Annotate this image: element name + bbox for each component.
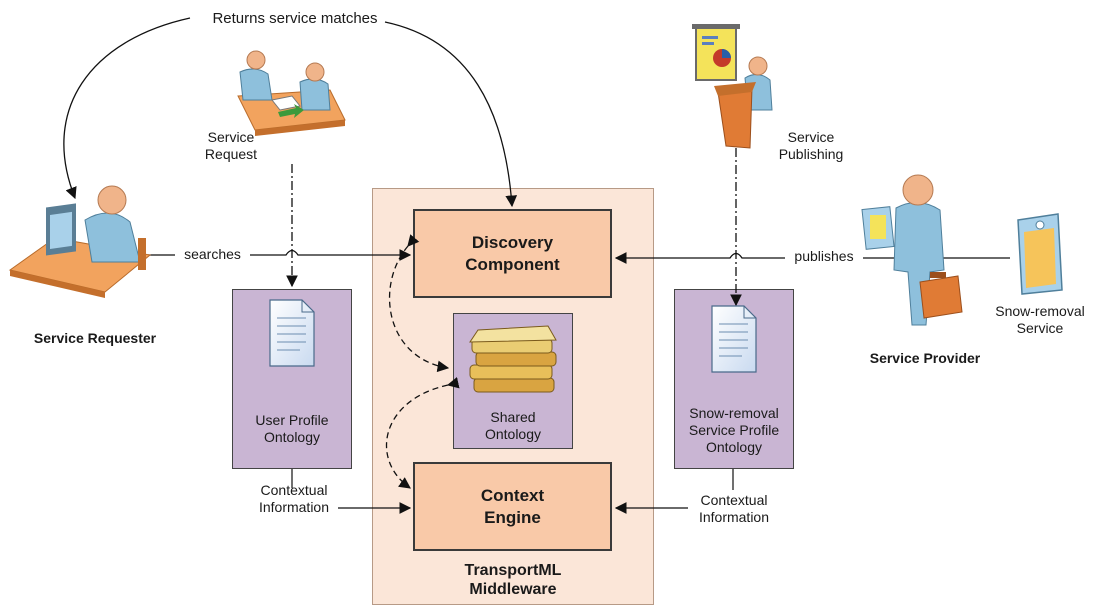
snow-profile-line-1: Snow-removal: [689, 405, 779, 421]
shared-line-2: Ontology: [484, 426, 542, 442]
discovery-shared-dashed-link: [388, 234, 450, 373]
snow-profile-ontology-label: Snow-removal Service Profile Ontology: [674, 405, 794, 456]
presenter-podium-icon: [692, 24, 773, 149]
middleware-line-1: TransportML: [464, 562, 562, 579]
document-icon: [269, 299, 315, 367]
context-label-2: Engine: [484, 507, 541, 527]
contextual-left-line-1: Contextual: [260, 482, 328, 498]
snow-service-box-icon: [1017, 213, 1063, 295]
returns-service-matches-label: Returns service matches: [212, 10, 378, 27]
contextual-right-line-2: Information: [698, 509, 770, 525]
middleware-label: TransportML Middleware: [372, 561, 654, 599]
snow-profile-line-3: Ontology: [705, 439, 763, 455]
context-label-1: Context: [480, 485, 545, 505]
snow-service-line-2: Service: [1016, 320, 1064, 336]
returns-matches-arrow-left: [63, 17, 191, 200]
contextual-left-line-2: Information: [258, 499, 330, 515]
provider-person-icon: [861, 174, 963, 326]
snow-profile-line-2: Service Profile: [688, 422, 780, 438]
shared-line-1: Shared: [490, 409, 536, 425]
user-profile-ontology-label: User Profile Ontology: [232, 412, 352, 446]
service-requester-label: Service Requester: [33, 330, 157, 346]
discovery-label-1: Discovery: [471, 232, 554, 252]
publishes-label: publishes: [785, 248, 863, 265]
service-request-line-1: Service: [207, 129, 255, 145]
contextual-right-line-1: Contextual: [700, 492, 768, 508]
contextual-info-left-label: Contextual Information: [248, 482, 340, 516]
service-publishing-line-1: Service: [787, 129, 835, 145]
shared-ontology-label: Shared Ontology: [453, 409, 573, 443]
shared-context-dashed-link: [385, 377, 460, 489]
requester-at-computer-icon: [8, 185, 152, 298]
service-request-label: Service Request: [196, 129, 266, 163]
meeting-desk-icon: [237, 50, 346, 136]
contextual-info-right-label: Contextual Information: [688, 492, 780, 526]
user-profile-line-2: Ontology: [263, 429, 321, 445]
service-publishing-line-2: Publishing: [778, 146, 844, 162]
document-icon: [711, 305, 757, 373]
service-request-line-2: Request: [204, 146, 258, 162]
service-provider-label: Service Provider: [869, 350, 981, 366]
snow-service-line-1: Snow-removal: [995, 303, 1085, 319]
books-stack-icon: [469, 325, 557, 393]
discovery-label-2: Component: [465, 254, 560, 274]
middleware-line-2: Middleware: [469, 581, 557, 598]
searches-label: searches: [175, 246, 250, 263]
returns-matches-arrow-right: [384, 21, 518, 208]
service-publishing-label: Service Publishing: [770, 129, 852, 163]
snow-removal-service-label: Snow-removal Service: [984, 303, 1096, 337]
user-profile-line-1: User Profile: [255, 412, 329, 428]
